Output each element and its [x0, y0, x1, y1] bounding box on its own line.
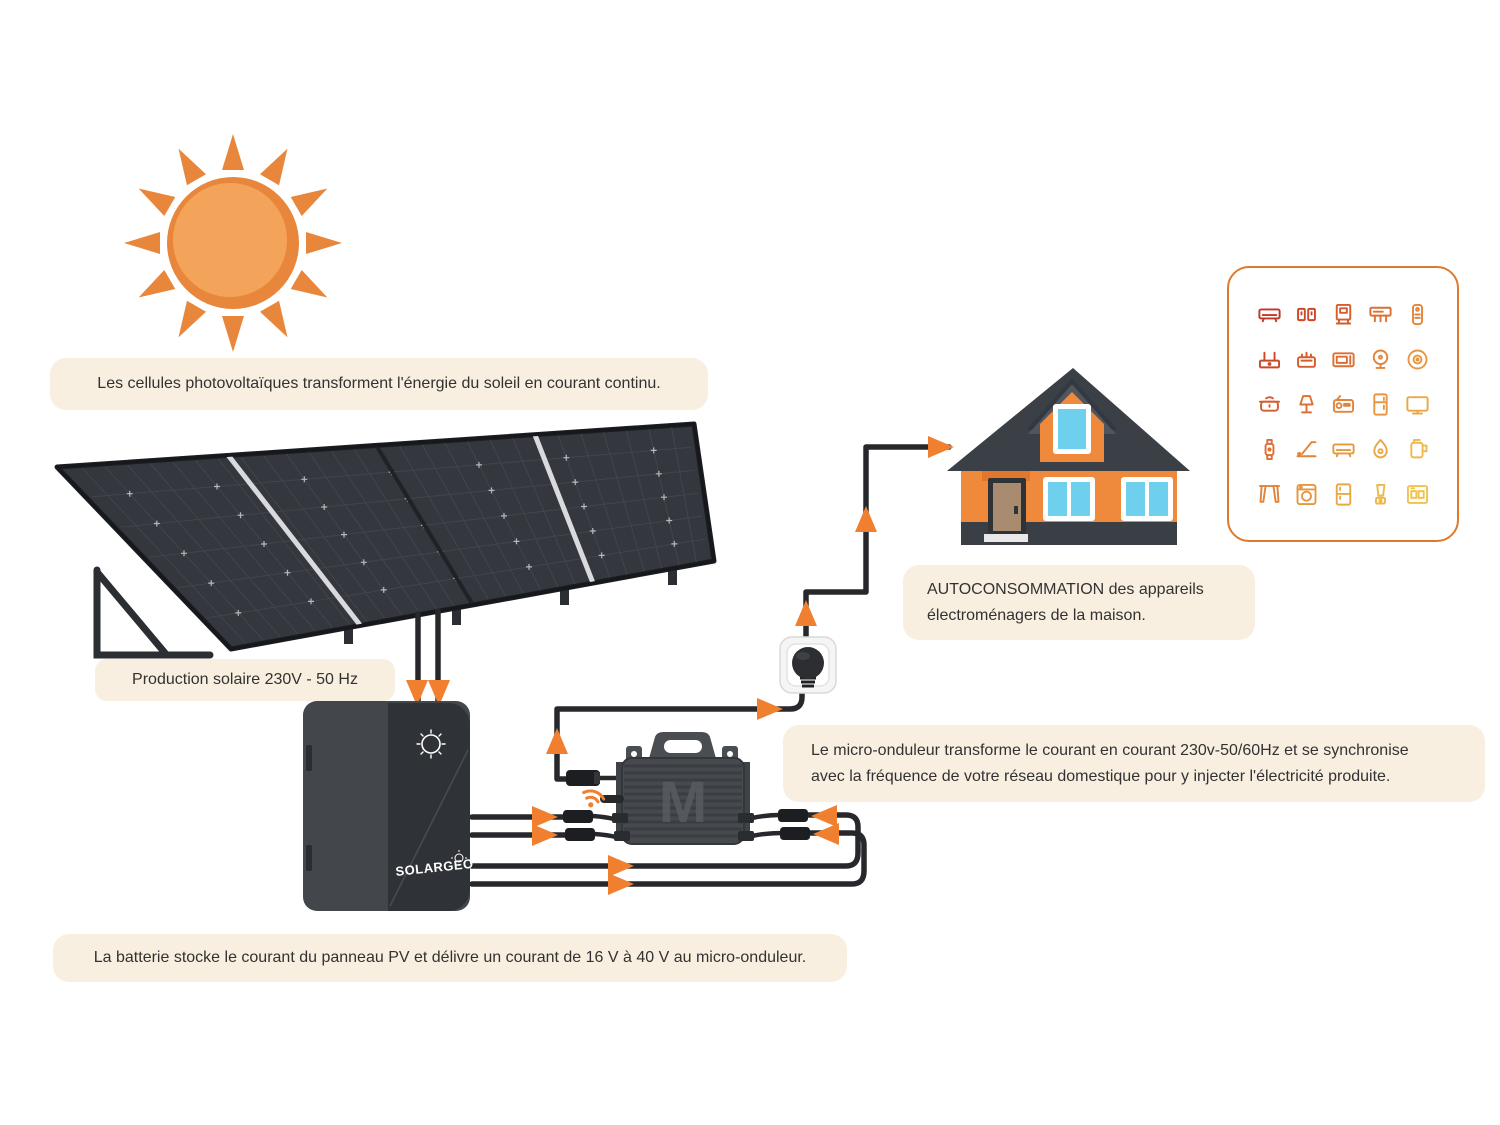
treadmill-icon [1293, 436, 1320, 463]
light-switches-icon [1293, 301, 1320, 328]
caption-text: avec la fréquence de votre réseau domest… [811, 767, 1391, 785]
wifi-router-icon [1256, 346, 1283, 373]
flow-arrow-icon [757, 698, 783, 720]
wall-socket [779, 636, 837, 694]
caption-battery: La batterie stocke le courant du panneau… [53, 934, 847, 982]
curtains-icon [1256, 481, 1283, 508]
flow-arrow-icon [813, 823, 839, 845]
caption-micro-onduleur: Le micro-onduleur transforme le courant … [783, 725, 1485, 802]
appliance-icon-grid [1251, 292, 1436, 517]
air-purifier-icon [1367, 301, 1394, 328]
appliance-icon-panel [1227, 266, 1459, 542]
flow-arrow-icon [608, 855, 634, 877]
micro-inverter-unit: M [566, 732, 754, 845]
inverter-antenna [600, 795, 624, 803]
wiring [406, 436, 954, 895]
ac-cable-inverter-to-socket [554, 679, 805, 782]
remote-control-icon [1404, 301, 1431, 328]
flow-arrow-icon [532, 806, 558, 828]
battery-loop-cable [469, 812, 861, 869]
flow-arrow-icon [928, 436, 954, 458]
flow-arrow-icon [795, 600, 817, 626]
toaster-icon [1293, 346, 1320, 373]
caption-text: La batterie stocke le courant du panneau… [93, 949, 807, 966]
battery-sun-logo-icon [416, 729, 446, 759]
freezer-icon [1330, 481, 1357, 508]
oven-icon [1404, 481, 1431, 508]
sun-illustration [124, 134, 342, 352]
caption-solar-cells: Les cellules photovoltaïques transformen… [50, 358, 708, 410]
speaker-icon [1404, 346, 1431, 373]
water-dispenser-icon [1330, 301, 1357, 328]
battery-unit: SOLARGEO [303, 701, 474, 911]
radio-icon [1330, 391, 1357, 418]
caption-text: AUTOCONSOMMATION des appareils [927, 580, 1204, 598]
caption-text: Les cellules photovoltaïques transformen… [97, 375, 661, 392]
ac-unit-icon [1330, 436, 1357, 463]
caption-text: Le micro-onduleur transforme le courant … [811, 741, 1409, 759]
blender-icon [1367, 481, 1394, 508]
caption-text: Production solaire 230V - 50 Hz [132, 671, 358, 688]
caption-autoconsommation: AUTOCONSOMMATION des appareils électromé… [903, 565, 1255, 640]
table-lamp-icon [1293, 391, 1320, 418]
humidifier-icon [1367, 436, 1394, 463]
flow-arrow-icon [608, 873, 634, 895]
refrigerator-icon [1367, 391, 1394, 418]
battery-loop-cable [469, 830, 867, 887]
smartwatch-icon [1256, 436, 1283, 463]
washing-machine-icon [1293, 481, 1320, 508]
desk-fan-icon [1367, 346, 1394, 373]
battery-brand-sunburst-icon [451, 850, 467, 866]
flow-arrow-icon [855, 506, 877, 532]
kettle-icon [1404, 436, 1431, 463]
solar-panel [54, 421, 717, 659]
house-illustration [947, 368, 1190, 545]
air-conditioner-icon [1256, 301, 1283, 328]
caption-production: Production solaire 230V - 50 Hz [95, 659, 395, 701]
tv-icon [1404, 391, 1431, 418]
microwave-icon [1330, 346, 1357, 373]
flow-arrow-icon [546, 728, 568, 754]
flow-arrow-icon [532, 824, 558, 846]
caption-text: électroménagers de la maison. [927, 606, 1146, 624]
inverter-logo-label: M [659, 770, 707, 835]
rice-cooker-icon [1256, 391, 1283, 418]
wifi-icon [582, 789, 606, 808]
flow-arrow-icon [811, 805, 837, 827]
